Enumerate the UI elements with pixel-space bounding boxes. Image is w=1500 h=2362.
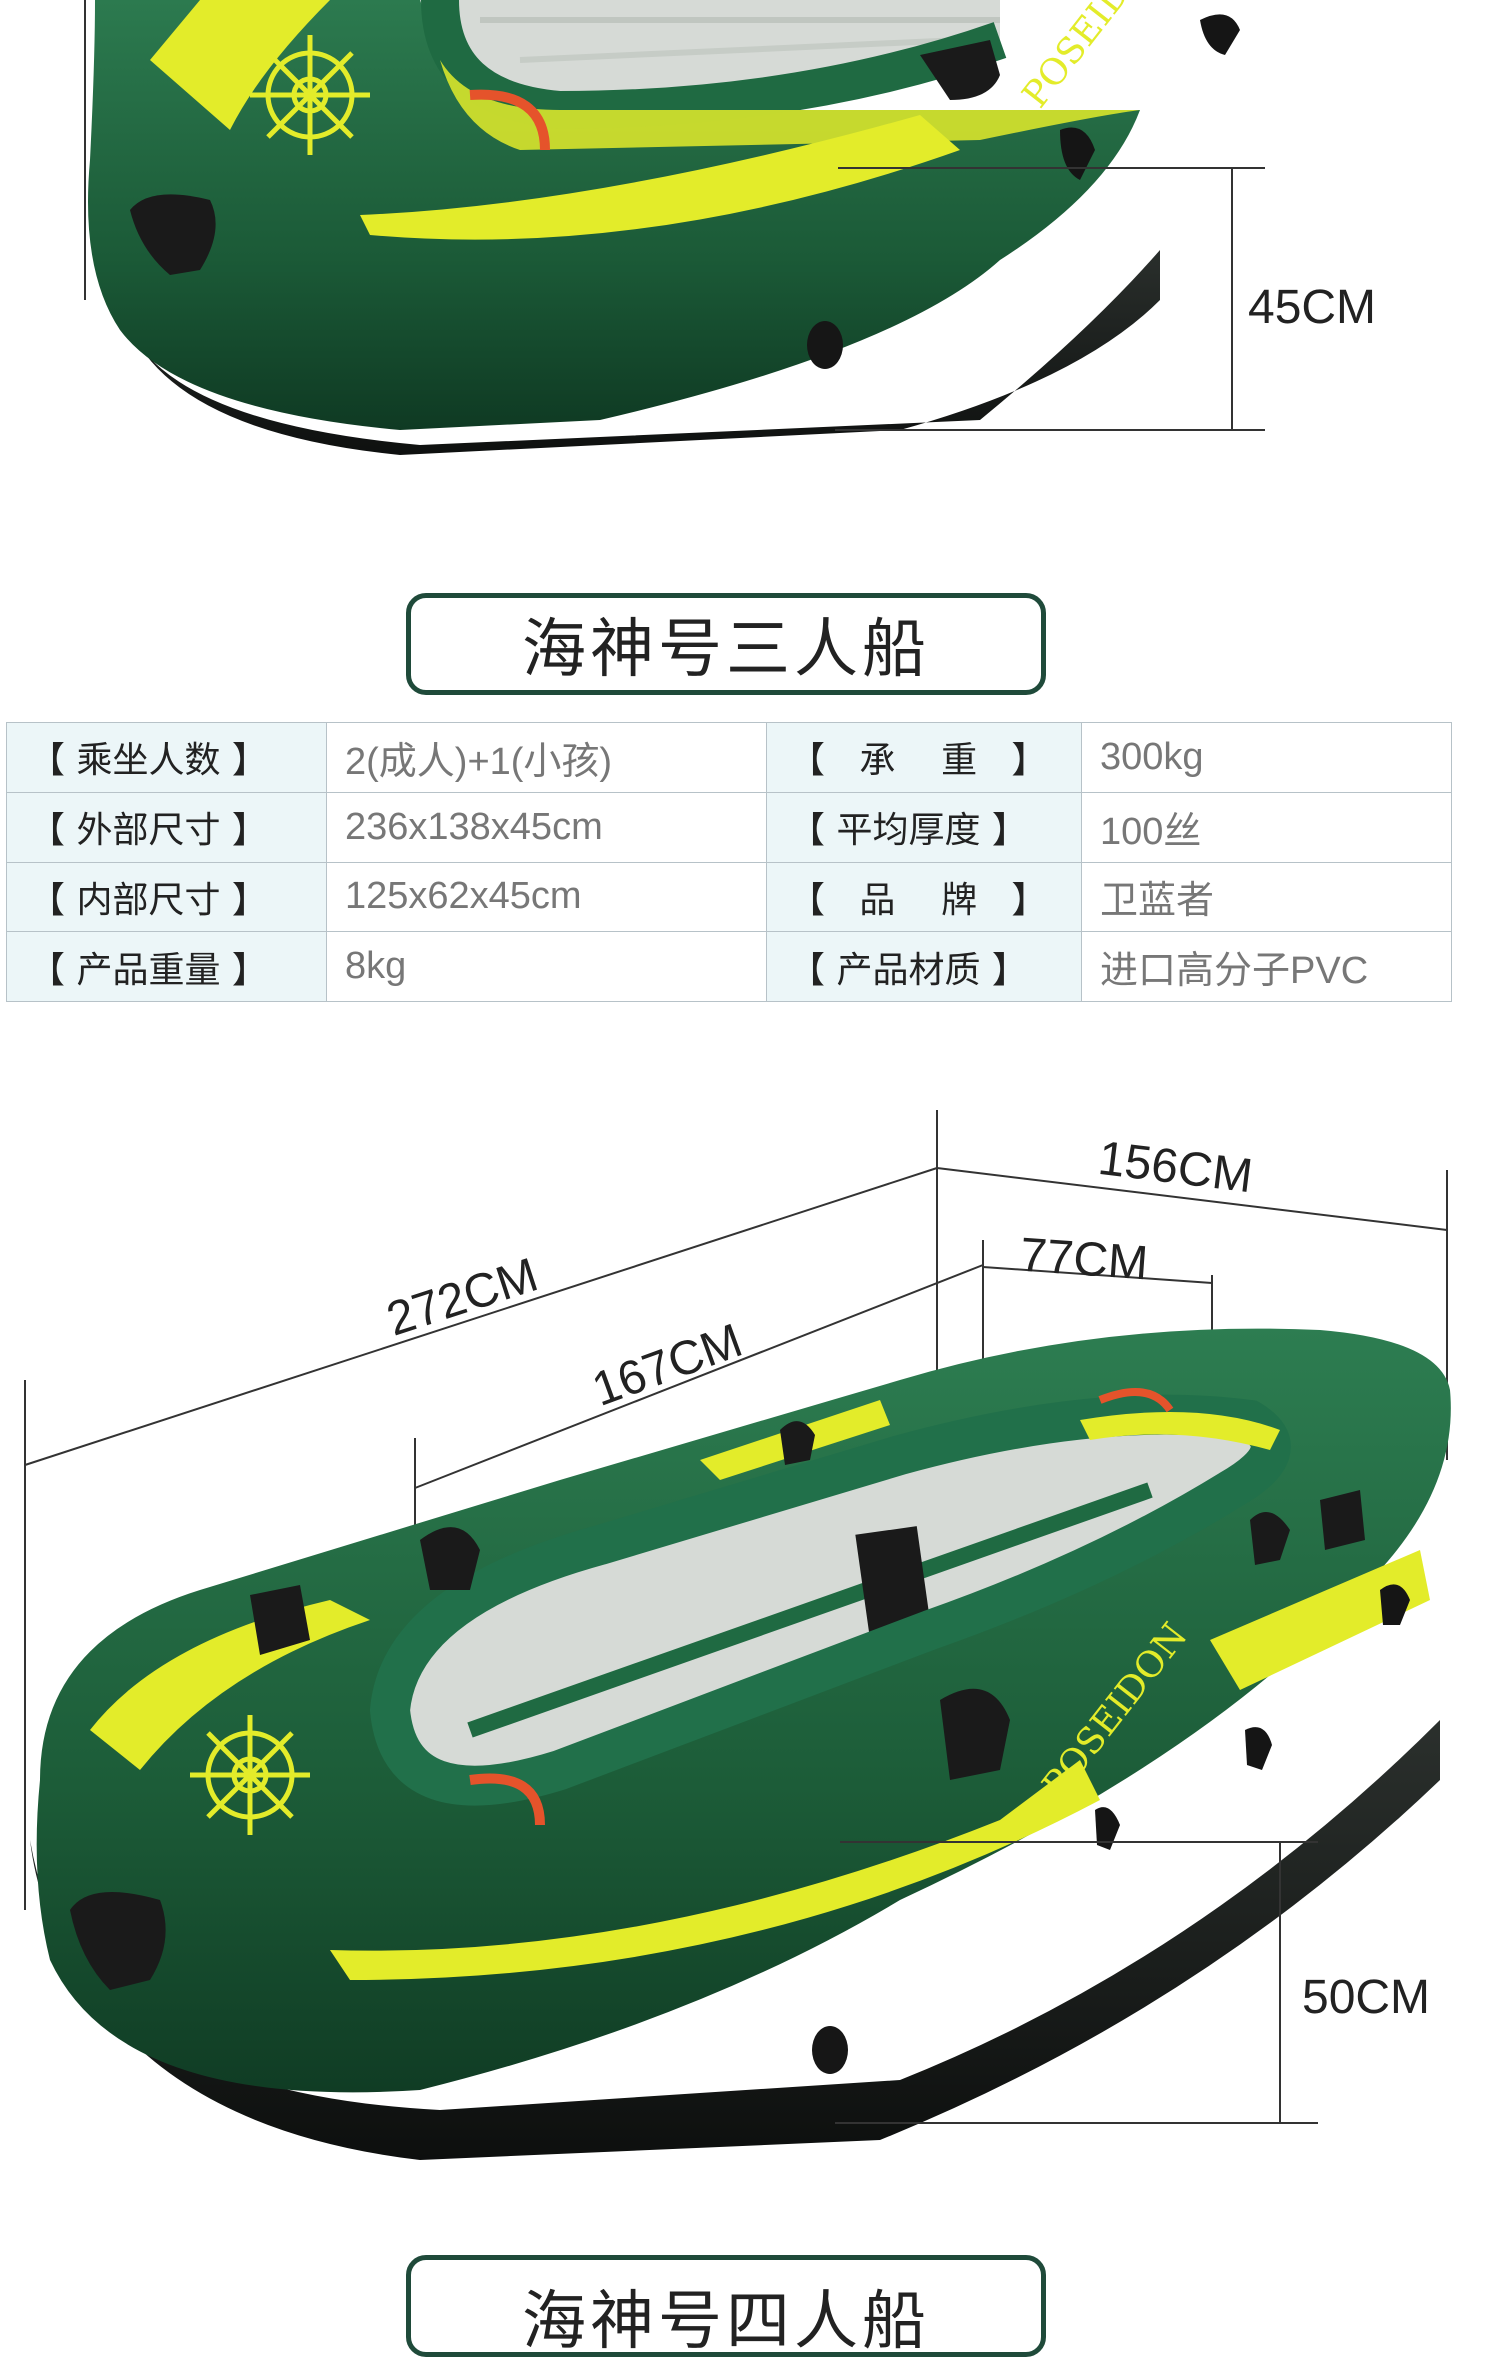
spec-value: 125x62x45cm	[326, 861, 767, 933]
spec-label: 【 品 牌 】	[766, 861, 1082, 933]
table-row: 【 乘坐人数 】 2(成人)+1(小孩) 【 承 重 】 300kg	[6, 722, 1452, 793]
title-three-person-boat: 海神号三人船	[406, 593, 1046, 695]
top-boat-brand-text: POSEIDON	[1015, 0, 1176, 116]
height-label: 50CM	[1302, 1971, 1431, 2024]
spec-value: 卫蓝者	[1081, 861, 1452, 933]
spec-label: 【 内部尺寸 】	[6, 861, 327, 933]
spec-label: 【 外部尺寸 】	[6, 791, 327, 863]
title-four-person-boat: 海神号四人船	[406, 2255, 1046, 2359]
spec-label: 【 乘坐人数 】	[6, 722, 327, 793]
table-row: 【 外部尺寸 】 236x138x45cm 【 平均厚度 】 100丝	[6, 791, 1452, 863]
top-boat-height-label: 45CM	[1248, 281, 1377, 334]
spec-value: 2(成人)+1(小孩)	[326, 722, 767, 793]
table-row: 【 产品重量 】 8kg 【 产品材质 】 进口高分子PVC	[6, 931, 1452, 1002]
spec-value: 进口高分子PVC	[1081, 931, 1452, 1002]
spec-label: 【 产品材质 】	[766, 931, 1082, 1002]
top-boat-illustration: POSEIDON	[84, 0, 1265, 455]
spec-label: 【 产品重量 】	[6, 931, 327, 1002]
spec-value: 8kg	[326, 931, 767, 1002]
title-three-text: 海神号三人船	[522, 613, 930, 687]
spec-value: 100丝	[1081, 791, 1452, 863]
spec-label: 【 承 重 】	[766, 722, 1082, 793]
spec-label: 【 平均厚度 】	[766, 791, 1082, 863]
spec-value: 236x138x45cm	[326, 791, 767, 863]
title-four-text: 海神号四人船	[522, 2285, 930, 2359]
width-inner-label: 77CM	[1018, 1228, 1150, 1291]
spec-table: 【 乘坐人数 】 2(成人)+1(小孩) 【 承 重 】 300kg 【 外部尺…	[6, 722, 1452, 1002]
spec-value: 300kg	[1081, 722, 1452, 793]
bottom-boat-illustration: POSEIDON	[24, 1110, 1451, 2160]
table-row: 【 内部尺寸 】 125x62x45cm 【 品 牌 】 卫蓝者	[6, 861, 1452, 933]
